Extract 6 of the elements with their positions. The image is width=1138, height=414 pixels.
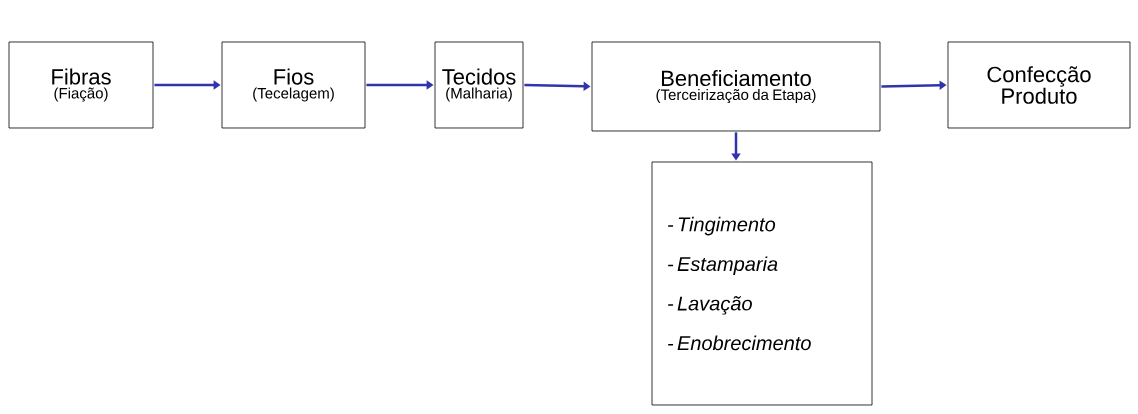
process-box: Fios (Tecelagem)	[221, 41, 366, 129]
process-box: Fibras (Fiação)	[8, 41, 154, 129]
process-box: Beneficiamento (Terceirização da Etapa)	[591, 41, 881, 132]
process-box: Tecidos (Malharia)	[434, 41, 524, 129]
process-box: Confecção Produto	[947, 41, 1131, 129]
process-box: - Tingimento - Estamparia - Lavação - Enobrecimento	[651, 161, 873, 406]
